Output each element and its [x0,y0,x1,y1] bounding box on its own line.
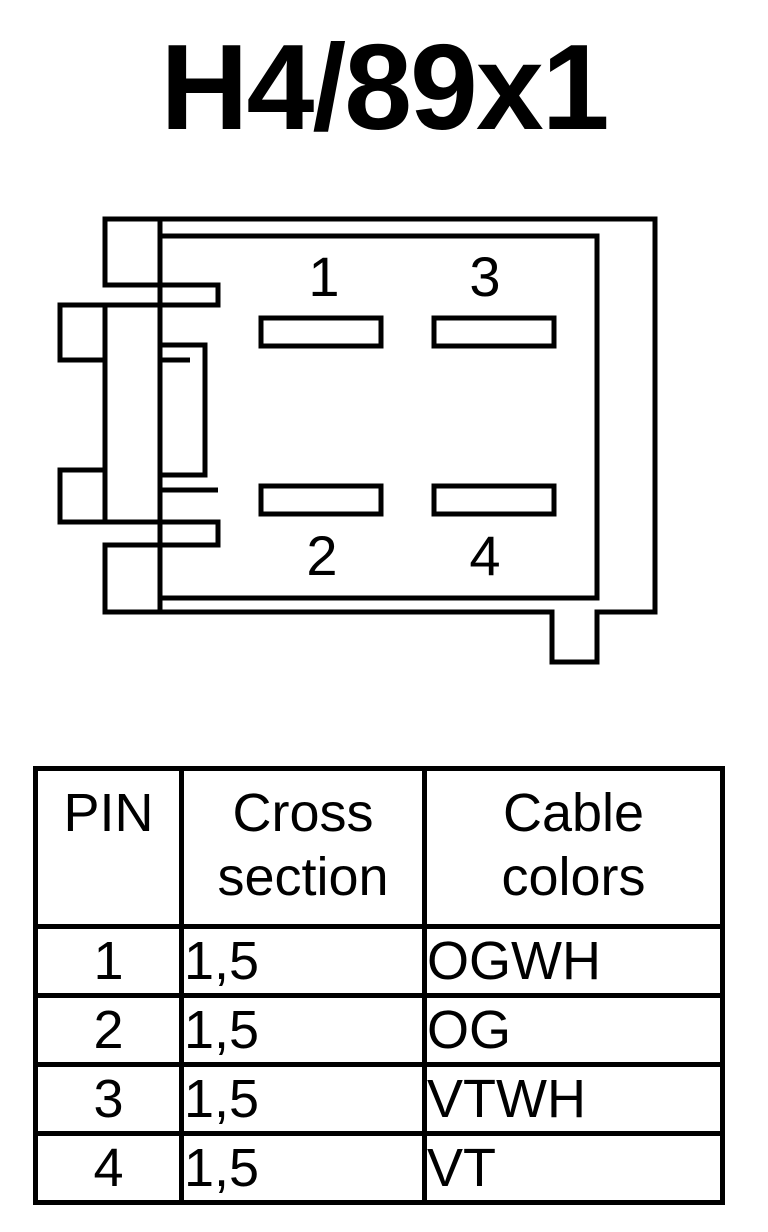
cell-pin: 4 [33,1131,184,1205]
header-cross-line1: Cross [232,783,374,843]
table-row: 2 1,5 OG [33,993,725,1067]
header-pin: PIN [33,766,184,929]
diagram-title: H4/89x1 [160,19,609,155]
connector-drawing: 1 3 2 4 [57,216,658,665]
cell-cable-color: VTWH [422,1062,725,1136]
pin-slot-3 [431,315,557,349]
cell-pin: 1 [33,924,184,998]
pin-slot-2 [258,483,384,517]
pin-label-4: 4 [469,524,500,587]
header-pin-label: PIN [63,783,154,843]
latch-inner [160,342,208,478]
cell-cross-section: 1,5 [179,1062,427,1136]
header-cross-section: Cross section [179,766,427,929]
header-cable-colors: Cable colors [422,766,725,929]
cell-cable-color: OGWH [422,924,725,998]
cell-cable-color: OG [422,993,725,1067]
pin-label-3: 3 [469,245,500,308]
table-row: 1 1,5 OGWH [33,924,725,998]
cell-cable-color: VT [422,1131,725,1205]
header-cross-line2: section [217,847,389,907]
header-color-line1: Cable [502,783,645,843]
cell-pin: 3 [33,1062,184,1136]
pin-slot-1 [258,315,384,349]
pin-label-1: 1 [308,245,339,308]
pin-slot-4 [431,483,557,517]
cell-cross-section: 1,5 [179,924,427,998]
cell-pin: 2 [33,993,184,1067]
pin-table: PIN Cross section Cable colors 1 1,5 OGW… [33,766,725,1205]
cell-cross-section: 1,5 [179,1131,427,1205]
cell-cross-section: 1,5 [179,993,427,1067]
table-header-row: PIN Cross section Cable colors [33,766,725,929]
inner-wall [160,233,600,601]
header-color-line2: colors [501,847,646,907]
housing-outline [57,216,658,665]
table-row: 3 1,5 VTWH [33,1062,725,1136]
table-row: 4 1,5 VT [33,1131,725,1205]
pin-label-2: 2 [306,524,337,587]
